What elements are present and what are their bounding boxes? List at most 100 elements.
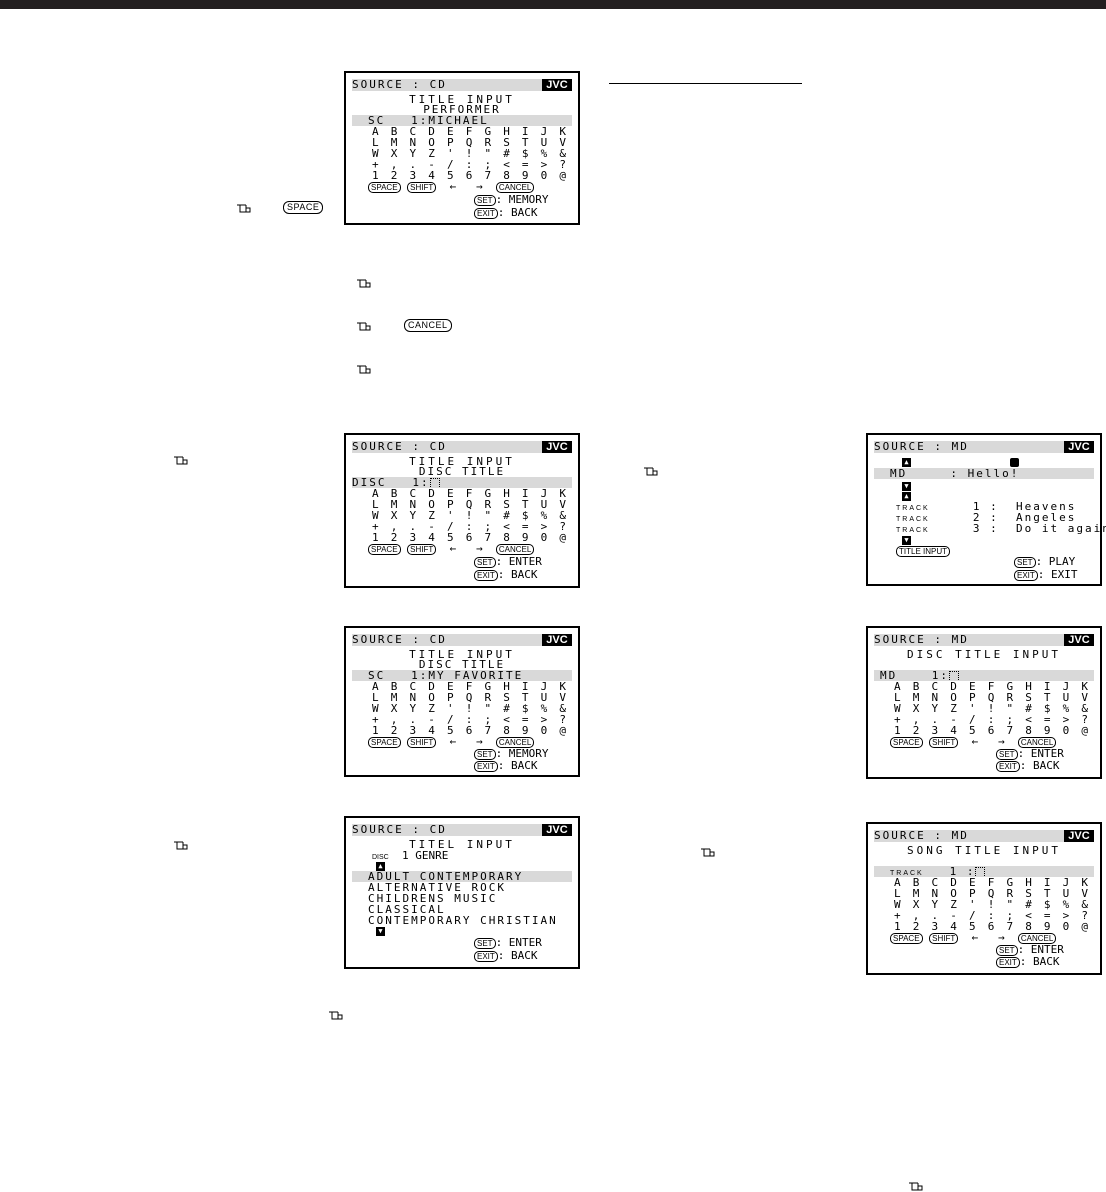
char-key: ;: [484, 713, 492, 726]
char-key: M: [390, 691, 398, 704]
char-key: L: [894, 887, 901, 900]
entry-field: MD 1:: [880, 670, 949, 681]
char-key: #: [1025, 898, 1032, 911]
char-key: L: [372, 691, 379, 704]
char-key: M: [912, 887, 920, 900]
char-key: X: [390, 509, 398, 522]
screen-title: TITEL INPUT: [409, 839, 515, 850]
char-key: V: [1081, 887, 1089, 900]
stop-icon: [1010, 457, 1020, 467]
char-key: M: [390, 498, 398, 511]
space-button: SPACE: [368, 182, 401, 193]
char-key: Z: [950, 702, 957, 715]
screen-subtitle: PERFORMER: [423, 104, 501, 115]
char-key: Q: [465, 691, 473, 704]
char-key: Q: [987, 887, 995, 900]
jvc-logo: JVC: [1064, 441, 1094, 453]
char-key: %: [540, 509, 548, 522]
genre-item: ADULT CONTEMPORARY: [352, 871, 572, 882]
char-key: P: [446, 691, 454, 704]
exit-button: EXIT: [474, 208, 498, 219]
char-key: !: [465, 509, 473, 522]
char-key: B: [390, 125, 398, 138]
char-key: .: [931, 909, 939, 922]
char-key: 2: [912, 920, 920, 933]
char-key: ": [484, 509, 492, 522]
char-key: Y: [931, 702, 939, 715]
char-key: 6: [465, 169, 473, 182]
md-title-line: MD : Hello!: [874, 468, 1094, 479]
char-key: J: [540, 125, 548, 138]
char-key: G: [484, 680, 492, 693]
hand-pointer-icon: [236, 202, 254, 214]
char-key: D: [428, 487, 435, 500]
shift-button: SHIFT: [407, 182, 437, 193]
char-key: B: [390, 487, 398, 500]
char-key: U: [540, 136, 548, 149]
char-key: B: [390, 680, 398, 693]
source-label: SOURCE : MD: [874, 829, 969, 842]
char-key: K: [559, 680, 567, 693]
char-key: #: [1025, 702, 1032, 715]
char-key: ?: [559, 713, 567, 726]
char-key: E: [968, 876, 976, 889]
cancel-button: CANCEL: [495, 544, 535, 555]
char-key: ': [446, 509, 454, 522]
char-key: ,: [912, 713, 920, 726]
char-key: @: [559, 169, 567, 182]
char-key: <: [1025, 909, 1032, 922]
char-key: 5: [446, 724, 454, 737]
char-key: >: [540, 713, 548, 726]
char-key: >: [1062, 909, 1070, 922]
char-key: =: [521, 713, 529, 726]
char-key: +: [372, 713, 379, 726]
char-key: R: [484, 691, 492, 704]
char-key: 0: [540, 531, 548, 544]
jvc-logo: JVC: [542, 79, 572, 91]
scroll-down-icon: ▼: [902, 535, 911, 545]
char-key: F: [987, 876, 995, 889]
char-key: #: [503, 702, 510, 715]
char-key: V: [559, 498, 567, 511]
source-label: SOURCE : CD: [352, 823, 447, 836]
char-key: O: [428, 498, 435, 511]
shift-button: SHIFT: [407, 737, 437, 748]
set-action: : ENTER: [1017, 747, 1064, 760]
exit-button: EXIT: [996, 957, 1020, 968]
char-key: /: [446, 158, 454, 171]
char-key: Z: [428, 509, 435, 522]
track-label: TRACK: [896, 516, 930, 523]
char-key: 1: [372, 724, 379, 737]
char-key: ": [484, 147, 492, 160]
char-key: C: [931, 876, 939, 889]
cancel-key: CANCEL: [404, 319, 452, 332]
track-label: TRACK: [896, 527, 930, 534]
char-key: V: [1081, 691, 1089, 704]
char-key: Y: [409, 147, 417, 160]
char-key: R: [484, 498, 492, 511]
char-key: ': [968, 702, 976, 715]
set-button: SET: [996, 945, 1018, 956]
char-key: /: [968, 713, 976, 726]
char-key: .: [409, 713, 417, 726]
char-key: ": [484, 702, 492, 715]
screen-title: DISC TITLE INPUT: [907, 649, 1061, 660]
char-key: C: [931, 680, 939, 693]
space-button: SPACE: [890, 933, 923, 944]
track-item: 2 : Angeles: [972, 511, 1077, 524]
char-key: 5: [968, 920, 976, 933]
char-key: N: [931, 887, 939, 900]
set-action: : ENTER: [1017, 943, 1064, 956]
char-key: 4: [428, 169, 435, 182]
char-key: Y: [409, 702, 417, 715]
track-item: 1 : Heavens: [972, 500, 1077, 513]
source-label: SOURCE : MD: [874, 440, 969, 453]
char-key: =: [521, 520, 529, 533]
